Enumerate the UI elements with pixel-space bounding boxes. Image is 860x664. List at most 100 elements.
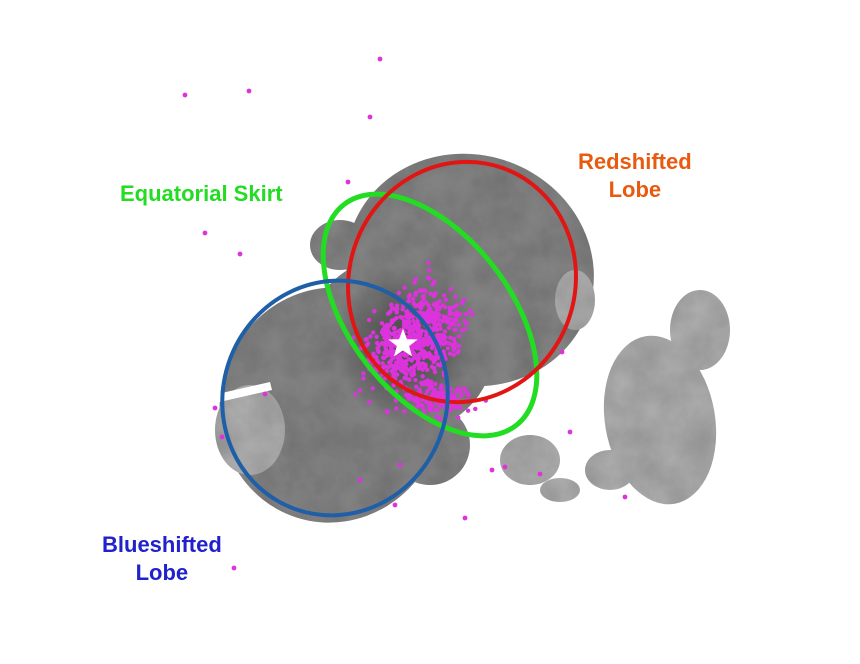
data-point	[438, 326, 443, 331]
data-point	[382, 376, 387, 381]
data-point	[383, 327, 388, 332]
data-point	[450, 311, 456, 316]
data-point	[428, 306, 433, 311]
data-point	[237, 251, 243, 257]
data-point	[418, 339, 424, 345]
data-point	[392, 502, 398, 508]
data-point	[422, 340, 428, 346]
data-point	[427, 268, 432, 273]
nebula-region	[540, 478, 580, 502]
data-point	[394, 303, 400, 308]
data-point	[400, 307, 405, 312]
data-point	[390, 353, 395, 358]
data-point	[431, 314, 436, 320]
data-point	[454, 389, 459, 394]
data-point	[459, 393, 464, 398]
data-point	[622, 494, 628, 500]
data-point	[382, 324, 387, 329]
data-point	[454, 313, 459, 318]
data-point	[409, 396, 415, 401]
data-point	[502, 464, 508, 470]
data-point	[434, 414, 440, 419]
data-point	[452, 394, 458, 399]
data-point	[451, 336, 457, 342]
data-point	[426, 260, 431, 265]
data-point	[464, 390, 469, 395]
data-point	[421, 409, 427, 414]
data-point	[448, 407, 453, 412]
data-point	[443, 297, 448, 302]
data-point	[436, 333, 442, 338]
data-point	[407, 328, 413, 333]
data-point	[443, 304, 448, 310]
data-point	[398, 361, 404, 367]
data-point	[413, 377, 418, 383]
data-point	[182, 92, 188, 98]
data-point	[448, 287, 453, 292]
data-point	[386, 365, 391, 370]
data-point	[463, 326, 468, 332]
data-point	[415, 318, 420, 324]
nebula-region	[500, 435, 560, 485]
data-point	[246, 88, 252, 94]
data-point	[440, 333, 446, 338]
data-point	[382, 343, 387, 348]
data-point	[559, 349, 565, 355]
data-point	[428, 407, 433, 413]
data-point	[432, 407, 438, 413]
data-point	[434, 327, 439, 332]
equatorial-skirt-text: Equatorial Skirt	[120, 181, 283, 206]
data-point	[376, 343, 382, 348]
data-point	[392, 325, 397, 331]
data-point	[399, 368, 404, 373]
data-point	[432, 357, 438, 363]
data-point	[366, 317, 372, 323]
data-point	[405, 321, 410, 326]
data-point	[402, 285, 407, 290]
data-point	[202, 230, 208, 236]
data-point	[262, 391, 268, 397]
data-point	[406, 394, 411, 400]
data-point	[433, 381, 438, 387]
data-point	[386, 330, 391, 336]
data-point	[454, 317, 459, 322]
blueshifted-lobe-text: Lobe	[135, 560, 189, 585]
data-point	[416, 327, 422, 332]
data-point	[392, 333, 398, 339]
data-point	[357, 477, 363, 483]
data-point	[416, 356, 421, 361]
data-point	[374, 354, 379, 360]
data-point	[377, 56, 383, 62]
data-point	[390, 370, 396, 376]
data-point	[425, 367, 430, 373]
data-point	[361, 376, 366, 381]
data-point	[439, 383, 444, 388]
data-point	[567, 429, 573, 435]
data-point	[431, 293, 437, 299]
data-point	[407, 312, 413, 317]
data-point	[371, 351, 376, 356]
data-point	[429, 345, 435, 351]
data-point	[420, 374, 425, 379]
data-point	[441, 390, 446, 395]
data-point	[396, 290, 402, 296]
data-point	[456, 334, 462, 339]
data-point	[409, 366, 414, 371]
data-point	[387, 360, 392, 365]
data-point	[442, 329, 448, 334]
data-point	[413, 290, 418, 296]
data-point	[368, 334, 373, 339]
nebula-region	[670, 290, 730, 370]
data-point	[403, 371, 409, 376]
data-point	[465, 408, 471, 413]
data-point	[463, 311, 469, 317]
data-point	[429, 364, 435, 369]
data-point	[443, 315, 449, 320]
data-point	[371, 330, 376, 335]
redshifted-lobe-text: Lobe	[608, 177, 662, 202]
data-point	[416, 323, 422, 328]
data-point	[464, 321, 469, 326]
data-point	[380, 361, 385, 366]
data-point	[384, 335, 390, 341]
nebula-region	[585, 450, 635, 490]
